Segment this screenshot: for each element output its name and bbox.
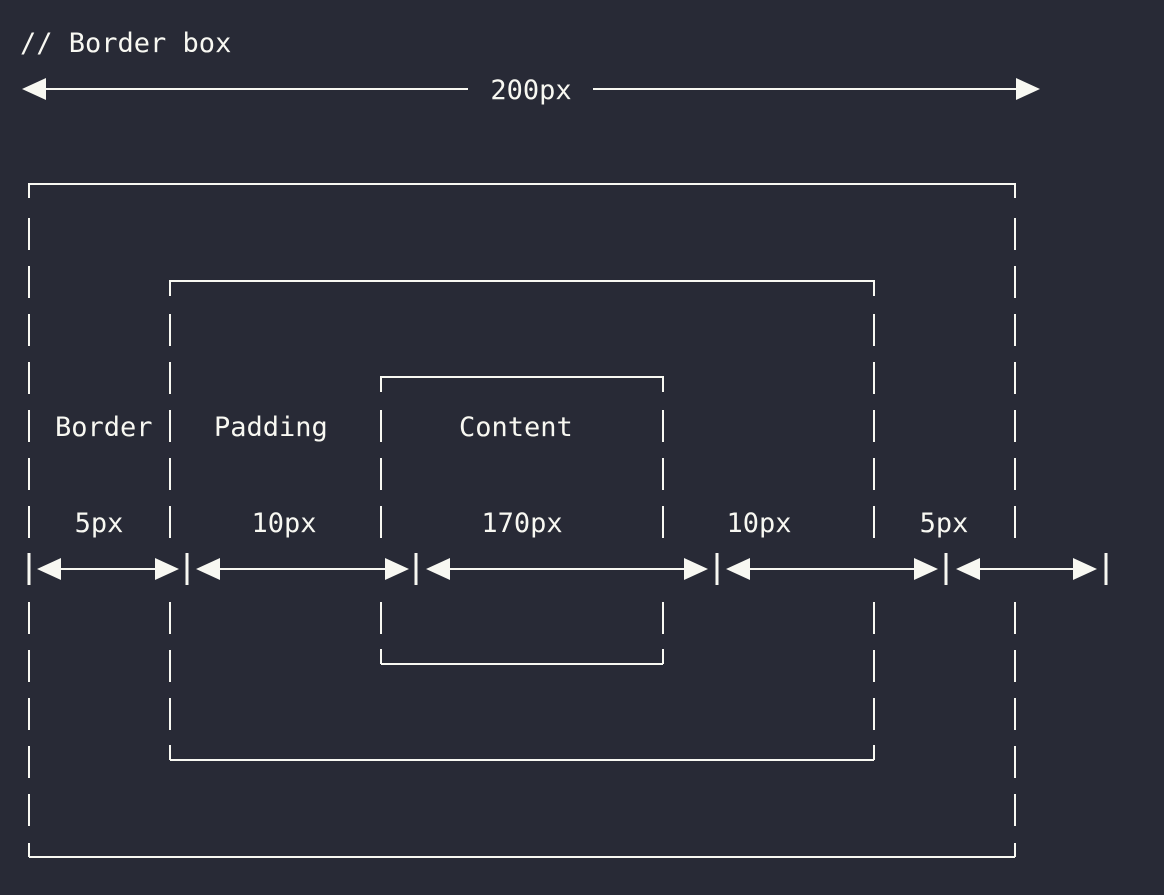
padding-box-top-edge xyxy=(169,280,875,296)
arrow-left-icon xyxy=(426,558,450,580)
arrow-right-icon xyxy=(1073,558,1097,580)
arrow-left-icon xyxy=(956,558,980,580)
arrow-right-icon xyxy=(914,558,938,580)
arrow-left-icon xyxy=(196,558,220,580)
border-box-top-edge xyxy=(28,183,1016,198)
border-left-width-value: 5px xyxy=(75,508,124,539)
comment-heading: // Border box xyxy=(20,28,231,59)
content-width-value: 170px xyxy=(481,508,562,539)
border-right-width-value: 5px xyxy=(920,508,969,539)
total-width-label: 200px xyxy=(490,75,571,106)
arrow-right-icon xyxy=(155,558,179,580)
arrow-right-icon xyxy=(1016,78,1040,100)
padding-left-width-value: 10px xyxy=(251,508,316,539)
border-label: Border xyxy=(55,412,153,443)
arrow-left-icon xyxy=(22,78,46,100)
content-box-top-edge xyxy=(380,376,664,392)
width-dimension-row xyxy=(27,553,1108,585)
arrow-left-icon xyxy=(726,558,750,580)
arrow-right-icon xyxy=(684,558,708,580)
arrow-right-icon xyxy=(385,558,409,580)
padding-label: Padding xyxy=(214,412,328,443)
arrow-left-icon xyxy=(37,558,61,580)
padding-right-width-value: 10px xyxy=(726,508,791,539)
total-width-dimension: 200px xyxy=(22,75,1040,106)
content-label: Content xyxy=(459,412,573,443)
